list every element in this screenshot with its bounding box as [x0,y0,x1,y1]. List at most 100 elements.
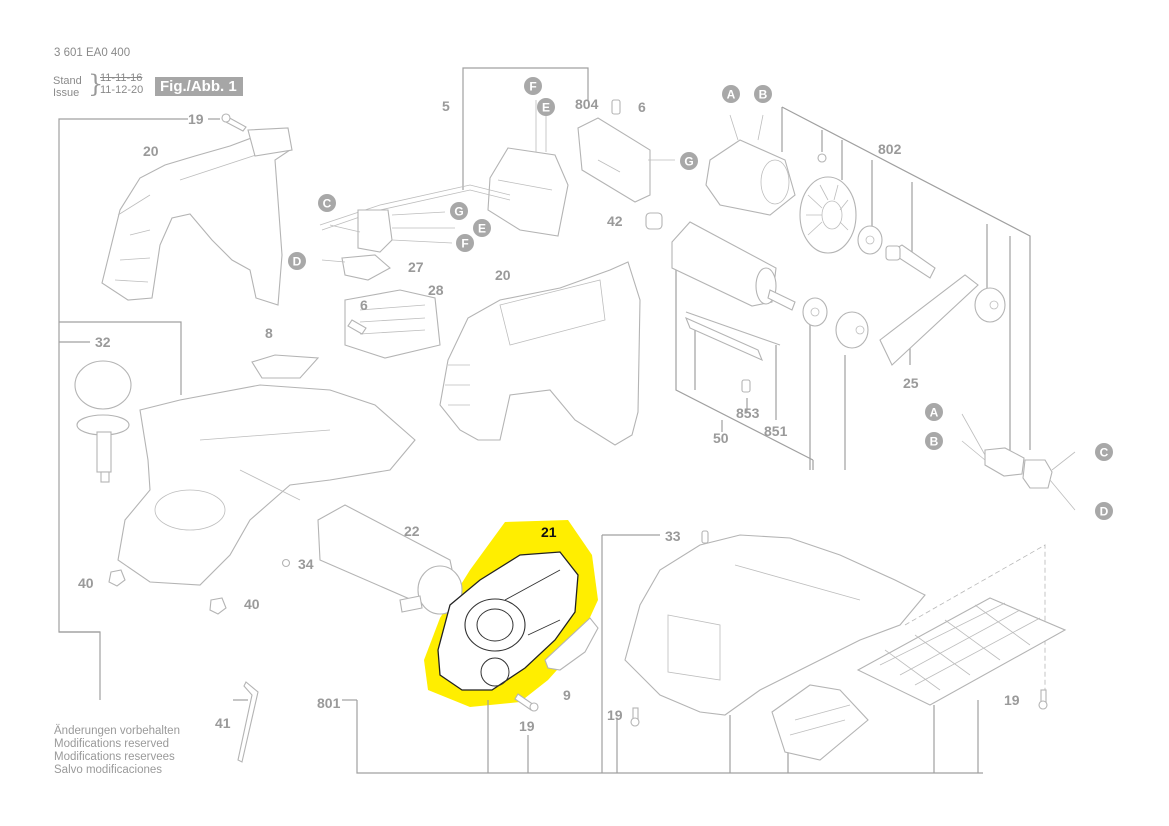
label-19-left: 19 [607,707,623,723]
connector-badge-e-mid: E [473,219,491,237]
label-804: 804 [575,96,599,112]
svg-text:E: E [542,101,550,115]
svg-text:D: D [293,255,302,269]
label-9: 9 [563,687,571,703]
part-pulley-small [835,311,869,349]
connector-badge-c-left: C [318,194,336,212]
label-802: 802 [878,141,902,157]
label-32: 32 [95,334,111,350]
part-bearing-upper [857,225,883,255]
label-6-mid: 6 [360,297,368,313]
connector-badge-f-top: F [524,77,542,95]
svg-text:B: B [930,435,939,449]
part-19-screw-mid [514,693,539,712]
part-42-bushing [645,212,663,230]
stand-issue-labels: Stand Issue [53,75,82,99]
svg-text:E: E [478,222,486,236]
new-date: 11-12-20 [100,84,144,96]
brace-icon: } [88,70,104,98]
connector-badge-a-top: A [722,85,740,103]
label-40-right: 40 [244,596,260,612]
connector-badge-b-right: B [925,432,943,450]
label-21-highlighted: 21 [541,524,557,540]
label-20-right: 20 [495,267,511,283]
part-34-pin [281,558,291,568]
part-pulley-large [974,287,1006,323]
svg-text:C: C [1100,446,1109,460]
part-19-screw-top [221,113,247,132]
label-19-mid: 19 [519,718,535,734]
part-40-nut-right [209,597,227,615]
label-28: 28 [428,282,444,298]
part-9-label [544,617,599,671]
part-6-spring-mid [347,319,367,335]
label-41: 41 [215,715,231,731]
svg-text:C: C [323,197,332,211]
part-19-screw-right [1038,689,1048,710]
old-date: 11-11-16 [100,72,143,84]
part-labels: 19 20 5 804 6 42 802 27 28 6 20 8 32 25 … [78,96,1020,734]
part-27-switch [321,209,455,281]
part-40-nut-left [108,569,126,587]
part-armature [671,221,796,311]
connector-badge-e-top: E [537,98,555,116]
disclaimer-en: Modifications reserved [54,738,170,750]
label-6: 6 [638,99,646,115]
connector-badge-d-left: D [288,252,306,270]
label-20: 20 [143,143,159,159]
label-851: 851 [764,423,788,439]
label-19-right: 19 [1004,692,1020,708]
connector-badge-b-top: B [754,85,772,103]
svg-text:A: A [727,88,736,102]
svg-text:A: A [930,406,939,420]
part-fan [799,176,857,254]
part-32-knob [74,360,132,483]
label-801: 801 [317,695,341,711]
label-42: 42 [607,213,623,229]
label-33: 33 [665,528,681,544]
disclaimer-de: Änderungen vorbehalten [54,725,180,737]
assembly-lines [58,67,1031,774]
part-switch-plate [771,684,869,761]
part-bearing-lower [802,297,828,327]
connector-badge-g-right: G [680,152,698,170]
label-25: 25 [903,375,919,391]
connector-badge-d-right: D [1095,502,1113,520]
stand-label: Stand [53,75,82,87]
part-sole-grid [856,597,1067,706]
svg-text:D: D [1100,505,1109,519]
label-40-left: 40 [78,575,94,591]
svg-text:B: B [759,88,768,102]
disclaimer-fr: Modifications reservees [54,751,175,763]
connector-badges: A B F E G C G E F D A B C D [288,77,1113,520]
svg-text:G: G [454,205,463,219]
part-21-cover [437,551,579,691]
connector-badge-a-right: A [925,403,943,421]
part-20-housing-right [439,261,641,446]
disclaimer-es: Salvo modificaciones [54,764,163,776]
part-6-spring-top [611,99,621,115]
part-25-belt [879,274,979,366]
label-8: 8 [265,325,273,341]
connector-badge-f-mid: F [456,234,474,252]
part-base-body [117,384,416,586]
part-5-switch-module [319,100,569,237]
part-851-rail [684,311,781,362]
part-connectors [961,413,1076,511]
part-28-cover [344,289,441,359]
label-853: 853 [736,405,760,421]
disclaimer: Änderungen vorbehalten Modifications res… [54,725,180,777]
connector-badge-g-mid: G [450,202,468,220]
label-22: 22 [404,523,420,539]
part-19-screw-left [630,707,640,727]
label-34: 34 [298,556,314,572]
part-20-housing-left [101,127,293,306]
svg-text:F: F [461,237,468,251]
issue-label: Issue [53,87,80,99]
connector-badge-c-right: C [1095,443,1113,461]
document-number: 3 601 EA0 400 [54,47,131,59]
part-804-plate [577,117,675,203]
part-22-tube [317,504,463,615]
part-motor [705,114,796,216]
